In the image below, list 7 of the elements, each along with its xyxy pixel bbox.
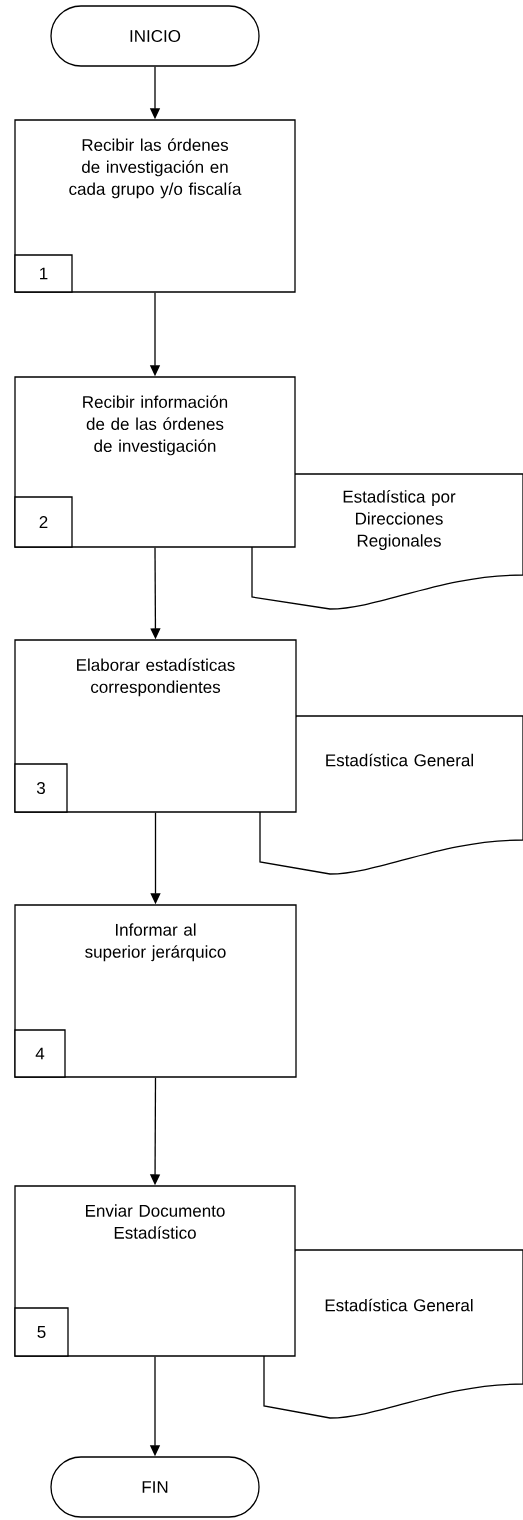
step-number: 3	[14, 763, 68, 813]
terminator: FIN	[50, 1456, 260, 1518]
step-number: 5	[14, 1307, 69, 1357]
step-number: 4	[14, 1029, 66, 1078]
step-number: 1	[14, 254, 73, 293]
step-number: 2	[14, 496, 73, 548]
terminator: INICIO	[50, 5, 260, 67]
